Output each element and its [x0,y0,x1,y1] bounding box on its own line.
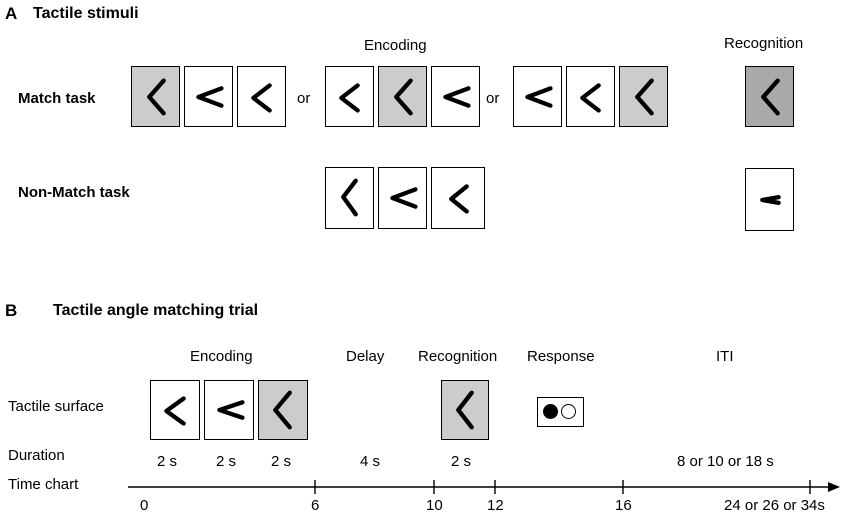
panel-a-title: Tactile stimuli [33,5,139,22]
medium-angle-icon [164,396,186,426]
time-chart-label: Time chart [8,476,79,493]
duration-value: 2 s [216,453,237,470]
recognition-card [441,380,489,440]
filled-button-icon [543,404,558,419]
duration-value: 2 s [271,453,292,470]
wide-angle-icon [394,78,413,116]
tick-label: 16 [615,497,632,514]
duration-value: 2 s [157,453,178,470]
stimulus-card [378,66,427,127]
stimulus-card [237,66,286,127]
panel-a-letter: A [5,4,18,23]
duration-value: 8 or 10 or 18 s [677,453,774,470]
wide-angle-icon [761,78,780,116]
duration-label: Duration [8,447,65,464]
recognition-card [745,168,794,231]
stimulus-card [566,66,615,127]
wide-angle-icon [147,78,166,116]
medium-angle-icon [339,83,360,113]
encoding-header: Encoding [364,37,427,54]
narrow-angle-icon [390,187,418,209]
stimulus-card [513,66,562,127]
tick-label: 12 [487,497,504,514]
wide-angle-icon [341,178,358,217]
match-task-label: Match task [18,90,96,107]
stimulus-card [258,380,308,440]
narrow-angle-icon [196,86,224,108]
panel-b-letter: B [5,301,18,320]
panel-b-title: Tactile angle matching trial [53,302,259,319]
stimulus-card [150,380,200,440]
tick-label: 0 [140,497,149,514]
phase-recognition: Recognition [418,348,498,365]
stimulus-card [431,66,480,127]
stimulus-card [131,66,180,127]
narrow-angle-icon [443,86,471,108]
recognition-header: Recognition [724,35,804,52]
or-text: or [486,90,500,107]
narrow-angle-icon [525,86,553,108]
tactile-surface-label: Tactile surface [8,398,104,415]
phase-encoding: Encoding [190,348,253,365]
stimulus-card [431,167,485,229]
narrow-angle-icon [217,400,245,420]
wide-angle-icon [456,390,474,430]
stimulus-card [378,167,427,229]
phase-iti: ITI [716,348,734,365]
response-buttons-icon [537,397,584,427]
phase-response: Response [527,348,595,365]
wide-angle-icon [635,78,654,116]
stimulus-card [184,66,233,127]
axis-arrowhead-icon [828,482,840,492]
stimulus-card [325,167,374,229]
very-narrow-angle-icon [760,194,781,206]
medium-angle-icon [580,83,601,113]
tick-label: 6 [311,497,320,514]
stimulus-card [325,66,374,127]
stimulus-card [619,66,668,127]
duration-value: 4 s [360,453,381,470]
medium-angle-icon [251,83,272,113]
tick-label: 10 [426,497,443,514]
wide-angle-icon [273,390,292,430]
recognition-card [745,66,794,127]
phase-delay: Delay [346,348,385,365]
duration-value: 2 s [451,453,472,470]
tick-label: 24 or 26 or 34s [724,497,825,514]
medium-angle-icon [449,184,469,214]
or-text: or [297,90,311,107]
empty-button-icon [561,404,576,419]
stimulus-card [204,380,254,440]
nonmatch-task-label: Non-Match task [18,184,130,201]
